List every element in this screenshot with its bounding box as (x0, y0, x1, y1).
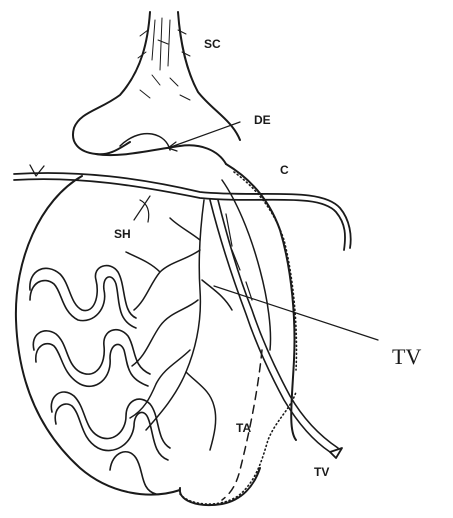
label-tv-bottom: TV (314, 465, 329, 479)
epididymis-body (222, 164, 297, 440)
spermatic-cord (73, 12, 240, 154)
seminiferous-tubules (30, 266, 170, 494)
testicular-vessels (210, 200, 342, 458)
cord-c (14, 165, 351, 250)
epididymis-head (96, 134, 226, 164)
label-sc: SC (204, 37, 221, 51)
tv-side-pointer (214, 286, 378, 340)
label-c: C (280, 163, 289, 177)
label-tv-side: TV (392, 344, 421, 369)
label-sh: SH (114, 227, 131, 241)
label-de: DE (254, 113, 271, 127)
label-ta: TA (236, 421, 251, 435)
testis-body (16, 176, 296, 505)
